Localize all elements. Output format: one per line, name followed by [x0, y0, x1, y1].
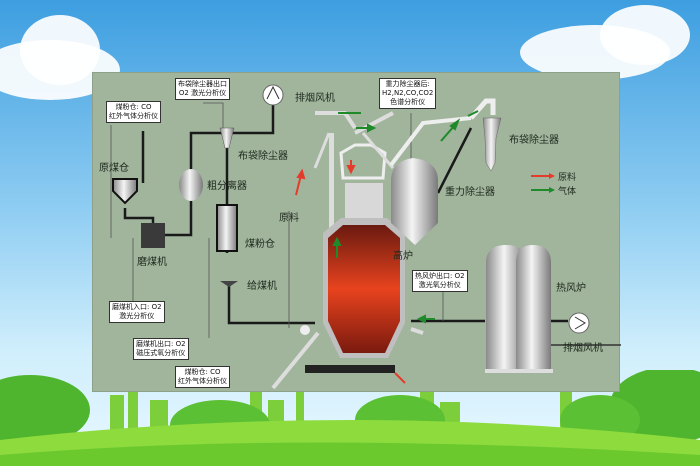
label-blast-furnace: 高炉 [393, 251, 413, 262]
label-feeder: 给煤机 [247, 281, 277, 292]
cloud [20, 15, 100, 85]
exhaust-fan-2-icon [568, 312, 590, 334]
label-exhaust-fan-1: 排烟风机 [295, 93, 335, 104]
label-raw-coal-bin: 原煤仓 [99, 163, 129, 174]
label-bag-filter-1: 布袋除尘器 [238, 151, 288, 162]
legend-gas: 气体 [558, 187, 577, 197]
exhaust-fan-1-icon [262, 84, 284, 106]
label-bag-filter-2: 布袋除尘器 [509, 135, 559, 146]
legend-raw-material: 原料 [558, 173, 577, 183]
label-exhaust-fan-2: 排烟风机 [563, 343, 603, 354]
label-pulverized-bin: 煤粉仓 [245, 239, 275, 250]
diagram-graphics [110, 84, 621, 390]
label-gravity-dust-catcher: 重力除尘器 [445, 187, 495, 198]
process-diagram: 排烟风机 布袋除尘器 原煤仓 粗分离器 煤粉仓 磨煤机 给煤机 原料 高炉 重力… [92, 72, 621, 392]
label-coarse-separator: 粗分离器 [207, 181, 247, 192]
cloud [600, 5, 690, 65]
grass-city-decoration [0, 370, 700, 466]
label-hot-stove: 热风炉 [556, 283, 586, 294]
label-raw-material: 原料 [279, 213, 299, 224]
label-mill: 磨煤机 [137, 257, 167, 268]
